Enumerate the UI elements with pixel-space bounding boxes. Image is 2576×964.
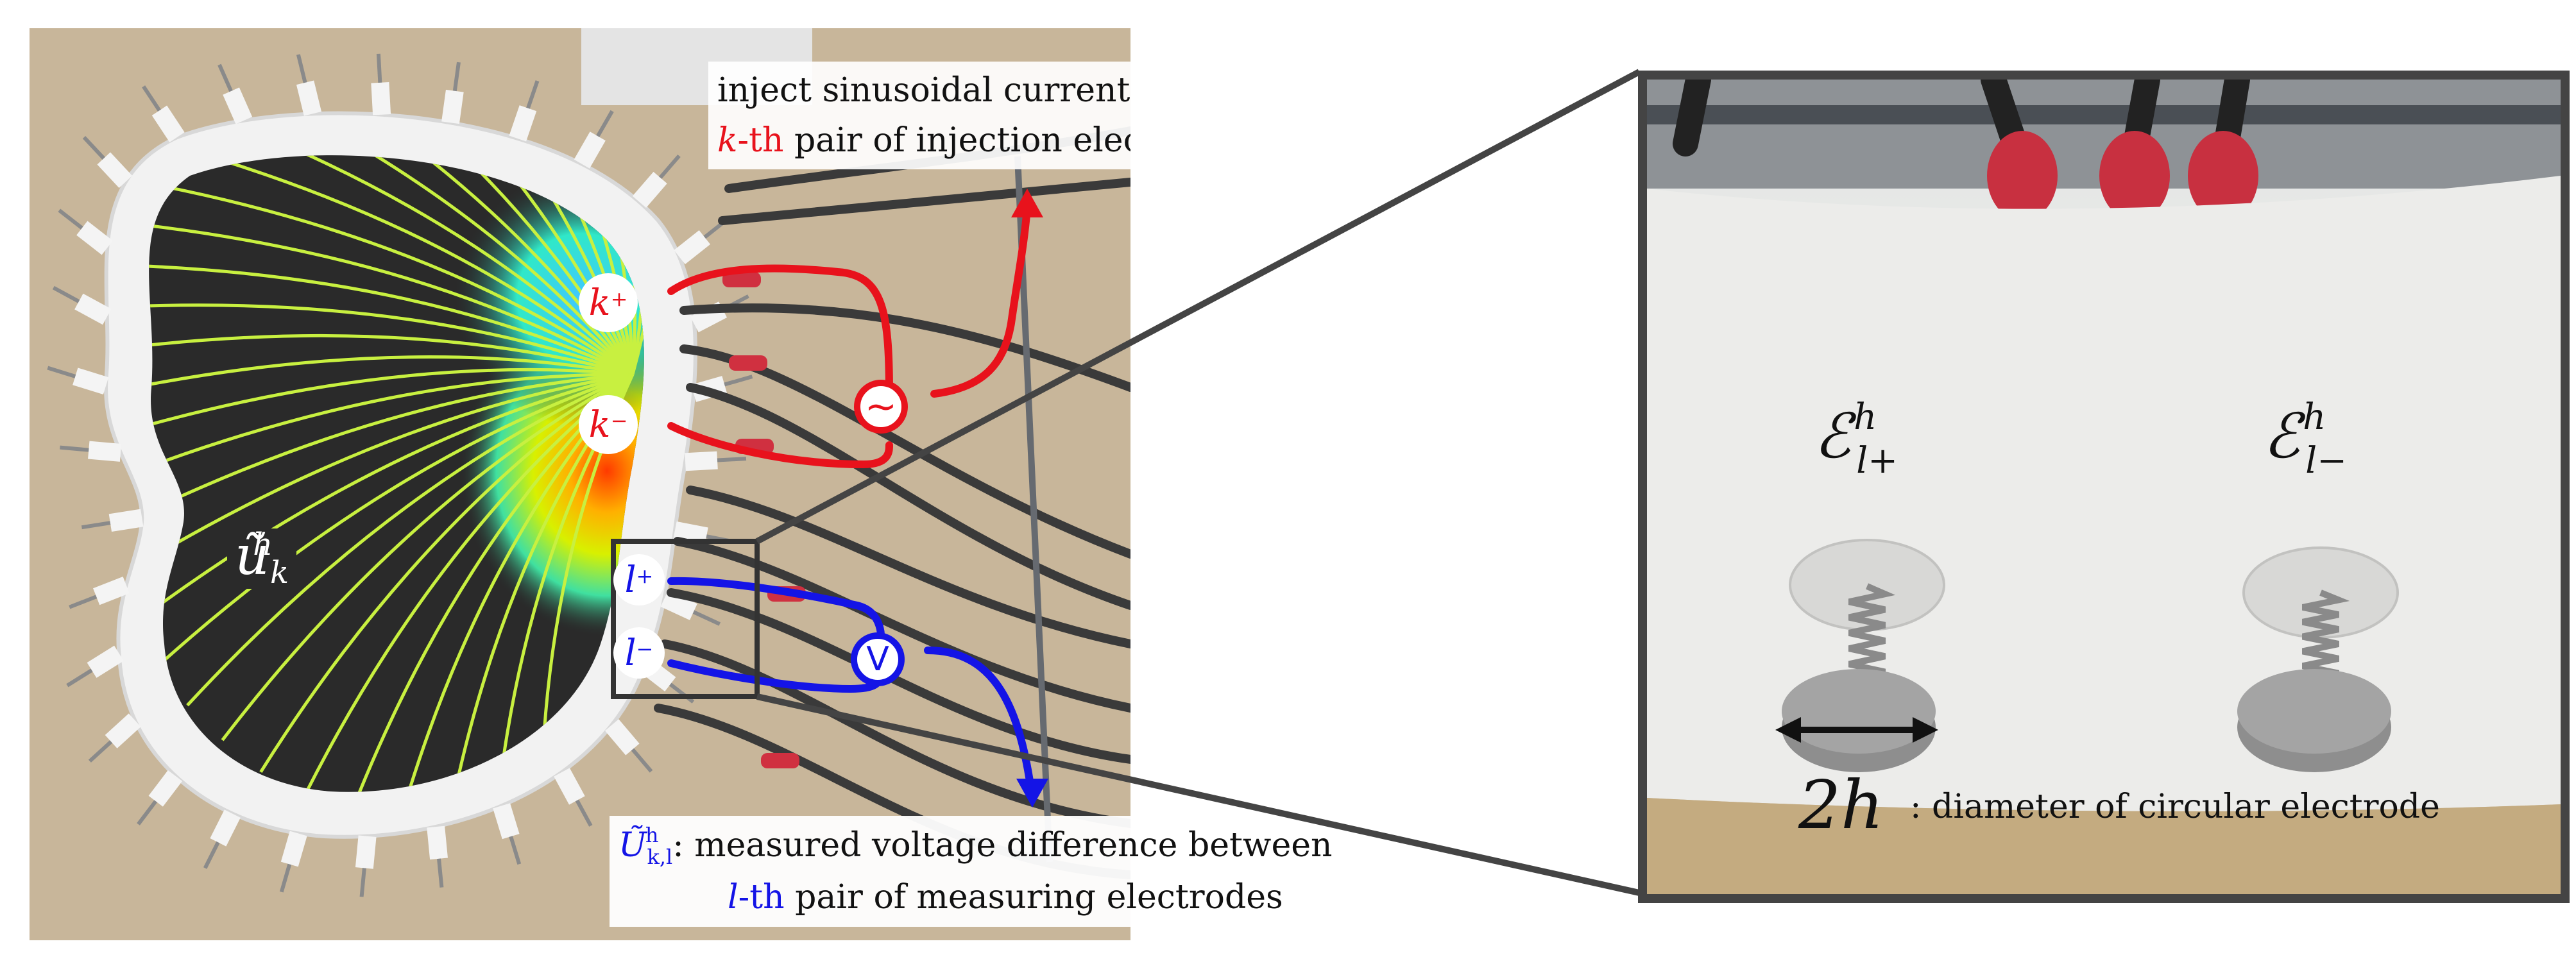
field-line xyxy=(149,355,633,406)
diameter-symbol: 2h xyxy=(1798,766,1884,844)
electrode xyxy=(632,154,681,208)
current-source-icon: ~ xyxy=(854,380,908,434)
electrode xyxy=(441,62,464,124)
electrode-array xyxy=(47,53,753,897)
electrode xyxy=(142,85,185,142)
electrode-zoom-panel: ℰhl+ ℰhl− 2h : diameter of circular elec… xyxy=(1638,71,2570,903)
voltmeter-icon: V xyxy=(851,632,905,686)
electrode xyxy=(69,576,130,609)
electrode xyxy=(66,645,124,688)
field-line xyxy=(149,373,633,629)
field-line xyxy=(149,155,634,376)
electrode xyxy=(355,835,377,897)
electrode-node-k-minus: k− xyxy=(579,395,638,454)
electrode xyxy=(296,54,322,116)
field-line xyxy=(300,373,634,792)
electrode xyxy=(203,809,241,869)
electrode xyxy=(47,366,109,394)
electrode-label-l-minus: ℰhl− xyxy=(2263,396,2348,482)
electrode-node-k-plus: k+ xyxy=(579,273,638,332)
field-line xyxy=(155,373,633,670)
electrode-label-l-plus: ℰhl+ xyxy=(1814,396,1898,482)
injection-annotation: inject sinusoidal current through k-th p… xyxy=(708,62,1130,169)
electrode-node-l-plus: l+ xyxy=(613,554,665,605)
field-line xyxy=(149,303,633,376)
measurement-annotation: Ũhk,l: measured voltage difference betwe… xyxy=(610,816,1342,927)
diameter-annotation: : diameter of circular electrode xyxy=(1910,788,2440,826)
electrode xyxy=(218,63,253,124)
electrode xyxy=(58,208,113,255)
electrode xyxy=(427,825,448,888)
electrode-zoom-illustration xyxy=(1647,80,2561,894)
electrode xyxy=(660,590,721,626)
electrode xyxy=(279,831,307,893)
field-line xyxy=(149,262,634,376)
electrode xyxy=(82,135,133,189)
injection-annotation-line2: k-th pair of injection electrodes xyxy=(717,121,1130,160)
measurement-annotation-line2: l-th pair of measuring electrodes xyxy=(728,877,1283,917)
electrode xyxy=(137,770,183,825)
field-line xyxy=(149,373,633,588)
measurement-annotation-line1: Ũhk,l: measured voltage difference betwe… xyxy=(618,823,1333,869)
electrode xyxy=(685,451,747,471)
electrode xyxy=(81,509,144,532)
electrode xyxy=(88,713,141,763)
electrode xyxy=(60,441,122,462)
electrode xyxy=(371,53,391,115)
electrode xyxy=(52,285,112,325)
electrode xyxy=(574,110,614,169)
injection-annotation-line1: inject sinusoidal current through xyxy=(717,71,1130,110)
electrode-node-l-minus: l− xyxy=(613,627,665,679)
field-line xyxy=(259,373,634,773)
field-line xyxy=(149,173,634,376)
field-line xyxy=(221,373,634,741)
electrode xyxy=(493,803,522,865)
zoom-region xyxy=(611,539,760,699)
field-line xyxy=(149,217,634,376)
potential-label: ũhk xyxy=(227,529,297,589)
field-line xyxy=(186,373,634,707)
electrode xyxy=(509,80,540,142)
electrode xyxy=(554,768,593,827)
electrode xyxy=(604,719,653,773)
diameter-arrow xyxy=(1775,717,1938,743)
tank-photo-panel: k+ k− l+ l− ~ V ũhk inject sinusoidal cu… xyxy=(30,28,1130,940)
